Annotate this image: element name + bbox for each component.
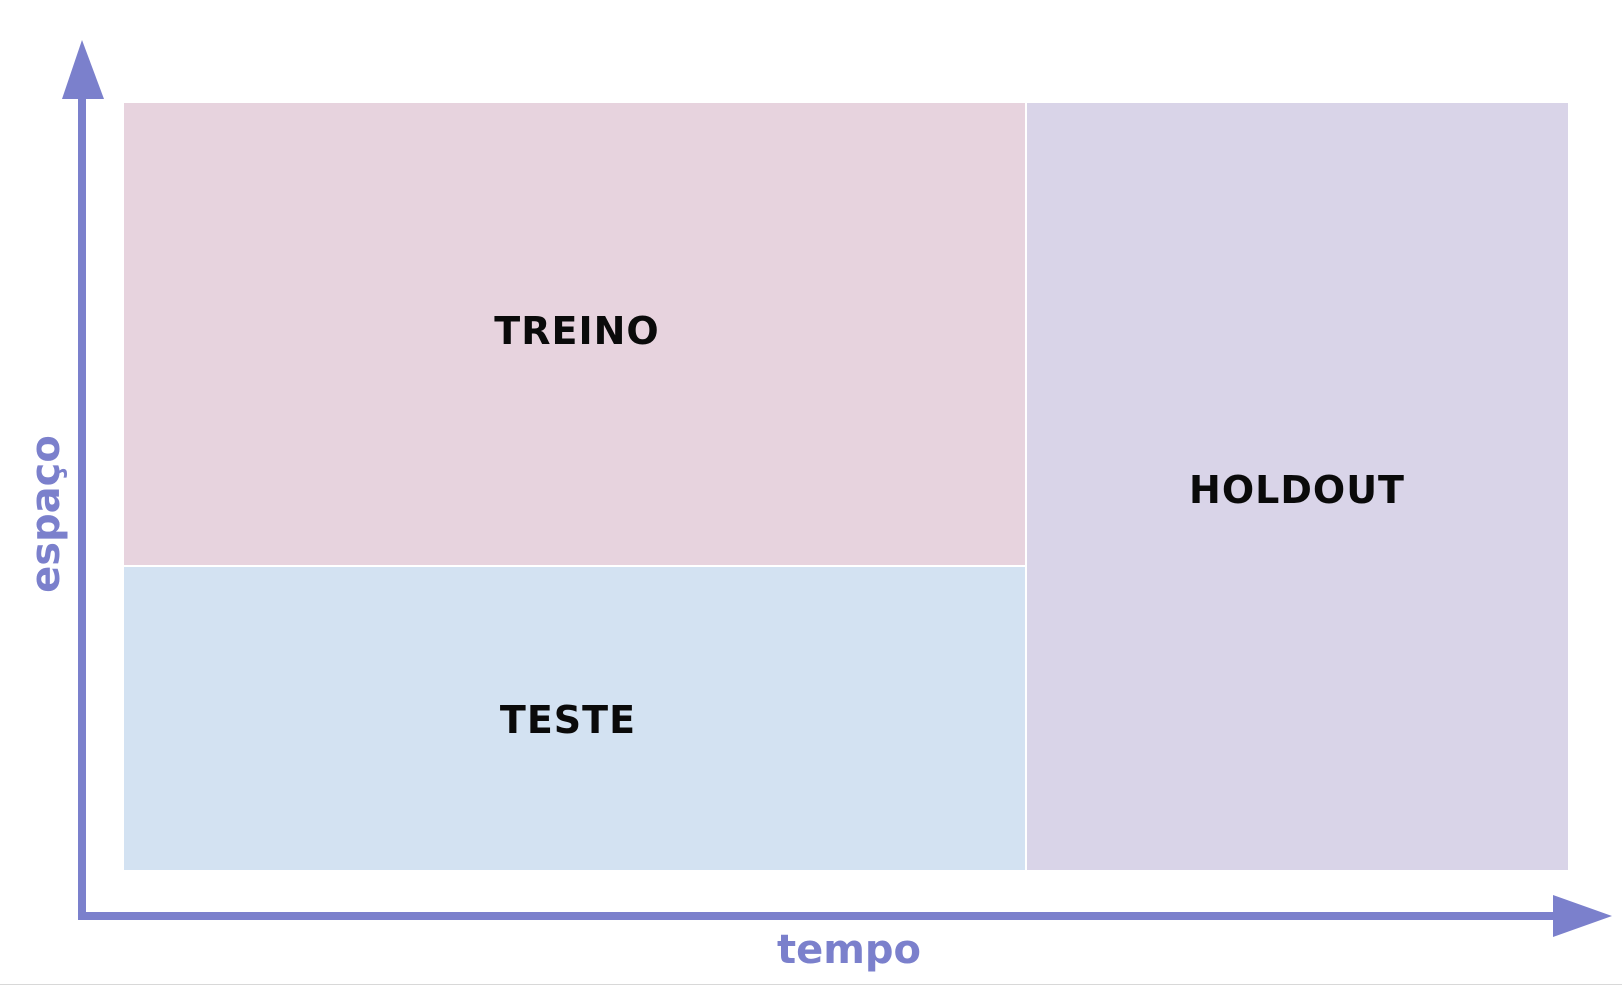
teste-region <box>124 567 1025 870</box>
teste-label: TESTE <box>499 698 637 742</box>
x-axis-label: tempo <box>776 927 922 973</box>
holdout-region <box>1027 103 1568 870</box>
y-axis-label: espaço <box>23 435 69 593</box>
treino-label: TREINO <box>494 309 660 353</box>
x-axis-arrowhead <box>1553 895 1612 937</box>
holdout-label: HOLDOUT <box>1189 468 1405 512</box>
treino-region <box>124 103 1025 565</box>
y-axis-arrowhead <box>62 40 104 99</box>
bottom-divider <box>0 984 1622 985</box>
